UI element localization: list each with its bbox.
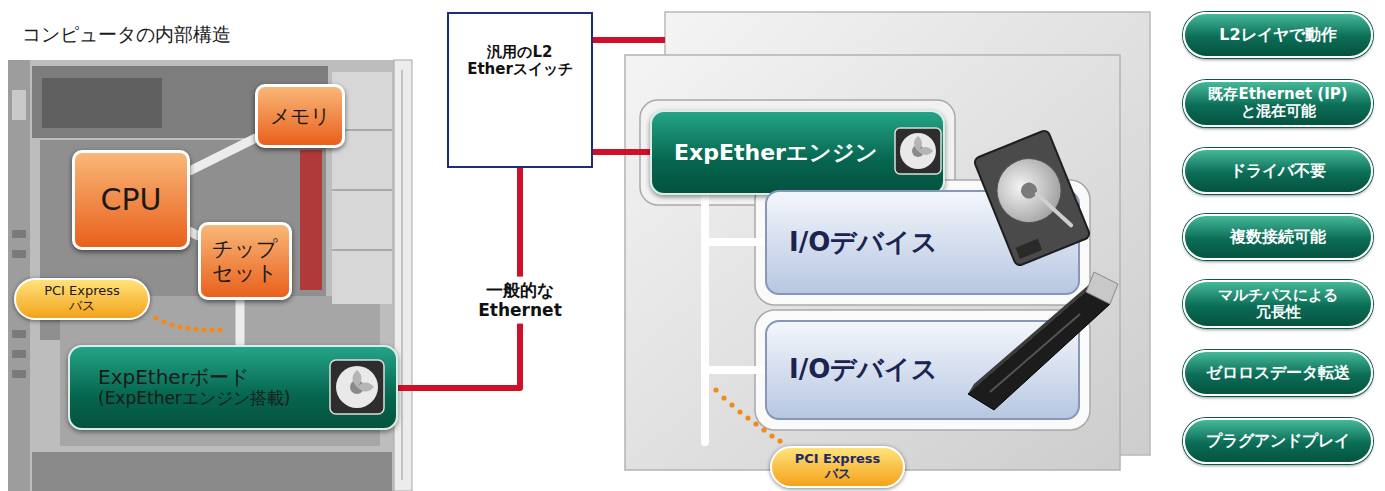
edge-label: 一般的な Ethernet xyxy=(474,277,566,324)
feature-badge: L2レイヤで動作 xyxy=(1183,12,1373,58)
case-heading: コンピュータの内部構造 xyxy=(22,24,231,46)
graphics-card-illustration xyxy=(968,272,1118,410)
memory-box: メモリ xyxy=(255,84,345,148)
io-device-box: I/Oデバイス xyxy=(765,190,1080,295)
cpu-box: CPU xyxy=(72,150,190,250)
bus-trunk xyxy=(701,370,709,442)
device-label: I/Oデバイス xyxy=(789,228,938,258)
computer-case: コンピュータの内部構造メモリ CPU チップ セット PCI Express バス Ex… xyxy=(8,24,410,491)
device-label: I/Oデバイス xyxy=(789,355,938,385)
fan-chip-icon xyxy=(330,360,384,414)
module-frame xyxy=(755,310,1090,430)
pcie-bus-line xyxy=(705,195,765,242)
box-label: チップ セット xyxy=(212,237,278,285)
feature-badge: 既存Ethernet (IP) と混在可能 xyxy=(1183,80,1373,127)
badge-label: マルチパスによる 冗長性 xyxy=(1218,287,1338,322)
box-label: CPU xyxy=(101,183,162,218)
bus-label: PCI Express バス xyxy=(14,278,150,320)
internal-bus-line xyxy=(190,232,198,236)
bus-text: PCI Express バス xyxy=(32,284,132,314)
feature-badge: ドライバ不要 xyxy=(1183,148,1373,194)
expether-board: ExpEtherボード(ExpEtherエンジン搭載) xyxy=(68,345,398,430)
hard-disk-illustration xyxy=(973,129,1091,267)
badge-label: プラグアンドプレイ xyxy=(1206,432,1350,450)
leader-dots xyxy=(153,315,222,332)
pcie-bus-line xyxy=(705,195,765,370)
internal-bus-line xyxy=(190,138,255,170)
expether-engine: ExpEtherエンジン xyxy=(650,110,945,195)
engine-label: ExpEtherエンジン xyxy=(674,140,878,165)
badge-label: 複数接続可能 xyxy=(1230,228,1326,246)
fan-chip-icon xyxy=(895,128,941,174)
internal-bus-line xyxy=(236,300,245,345)
feature-badge: プラグアンドプレイ xyxy=(1183,418,1373,464)
l2-switch-box: 汎用のL2 Etherスイッチ xyxy=(447,12,593,168)
badge-label: ドライバ不要 xyxy=(1230,162,1326,180)
bus-text: PCI Express バス xyxy=(788,452,888,482)
ethernet-cable xyxy=(593,37,665,43)
switch-label: 汎用のL2 Etherスイッチ xyxy=(467,44,573,79)
ethernet-cable xyxy=(593,149,650,155)
feature-badge: ゼロロスデータ転送 xyxy=(1183,350,1373,396)
badge-label: L2レイヤで動作 xyxy=(1219,26,1336,44)
front-chassis xyxy=(625,55,1120,470)
box-label: メモリ xyxy=(270,105,330,128)
feature-badge: マルチパスによる 冗長性 xyxy=(1183,280,1373,328)
board-label: (ExpEtherエンジン搭載) xyxy=(98,389,291,409)
badge-label: 既存Ethernet (IP) と混在可能 xyxy=(1203,86,1353,121)
module-frame xyxy=(755,180,1090,305)
io-device-box: I/Oデバイス xyxy=(765,320,1080,420)
bus-label: PCI Express バス xyxy=(770,446,905,488)
feature-badge: 複数接続可能 xyxy=(1183,214,1373,260)
badge-label: ゼロロスデータ転送 xyxy=(1206,364,1350,382)
computer-photo xyxy=(8,60,412,491)
board-label: ExpEtherボード xyxy=(98,366,249,389)
chipset-box: チップ セット xyxy=(198,222,292,300)
